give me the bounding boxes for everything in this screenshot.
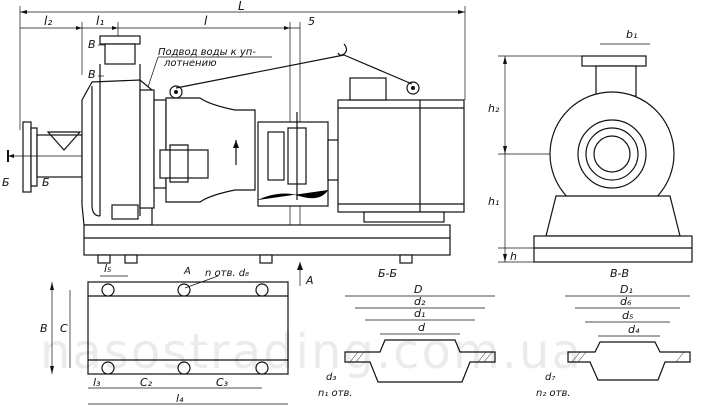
- electric-motor: [327, 77, 465, 223]
- label-l5: l₅: [104, 262, 111, 275]
- label-d7: d₇: [545, 372, 555, 383]
- dim-L: L: [19, 0, 466, 130]
- label-section-bb: Б-Б: [378, 267, 397, 280]
- label-a-small: А: [183, 266, 191, 277]
- label-b-mid: В: [88, 68, 96, 81]
- label-c3: С₃: [216, 376, 229, 389]
- end-view: b₁ h₂ h₁ h: [488, 28, 693, 263]
- label-b-side2: Б: [42, 176, 50, 189]
- label-a-arrow: А: [305, 274, 314, 287]
- seal-water-note: Подвод воды к уп- лотнению: [146, 47, 272, 91]
- label-section-vv: В-В: [610, 267, 629, 280]
- label-n2: n₂ отв.: [536, 388, 571, 399]
- label-b-dim: В: [40, 322, 48, 335]
- label-l3: l₃: [93, 376, 101, 389]
- label-d: d: [418, 321, 426, 334]
- base-plan-view: l₅ А n отв. d₈ В С l₃ С₂ С₃ l₄: [40, 262, 289, 405]
- base-frame: А: [83, 224, 451, 287]
- label-d2: d₂: [414, 295, 426, 308]
- label-c2: С₂: [140, 376, 153, 389]
- label-d3: d₃: [326, 372, 336, 383]
- seal-note-line1: Подвод воды к уп-: [158, 47, 256, 58]
- section-bb: Б-Б D d₂ d₁ d d₃ n₁ отв.: [318, 267, 496, 399]
- label-b1: b₁: [626, 28, 637, 41]
- label-l: l: [204, 14, 208, 28]
- label-h2: h₂: [488, 102, 500, 115]
- label-d5: d₅: [622, 309, 633, 322]
- section-vv: В-В D₁ d₆ d₅ d₄ d₇ n₂ отв.: [536, 267, 691, 399]
- label-d4: d₄: [628, 323, 640, 336]
- label-l1: l₁: [96, 14, 104, 28]
- suction-flange: Б Б: [2, 121, 85, 193]
- label-b-side1: Б: [2, 176, 10, 189]
- label-5: 5: [308, 15, 315, 28]
- label-c-dim: С: [60, 322, 68, 335]
- label-D: D: [414, 283, 422, 296]
- bearing-bracket: [153, 85, 256, 203]
- label-holes: n отв. d₈: [205, 268, 249, 279]
- seal-note-line2: лотнению: [163, 58, 216, 69]
- label-b-top: В: [88, 38, 96, 51]
- label-h1: h₁: [488, 195, 499, 208]
- label-h: h: [510, 250, 517, 263]
- coupling-guard: [257, 112, 329, 207]
- label-l2: l₂: [44, 14, 52, 28]
- label-l4: l₄: [176, 392, 184, 405]
- label-D1: D₁: [620, 283, 633, 296]
- watermark: nasostrading.com.ua: [40, 324, 583, 380]
- label-n1: n₁ отв.: [318, 388, 353, 399]
- label-L: L: [238, 0, 245, 13]
- pump-casing: [81, 35, 155, 226]
- label-d1: d₁: [414, 307, 425, 320]
- label-d6: d₆: [620, 295, 632, 308]
- lifting-sling: [175, 43, 413, 89]
